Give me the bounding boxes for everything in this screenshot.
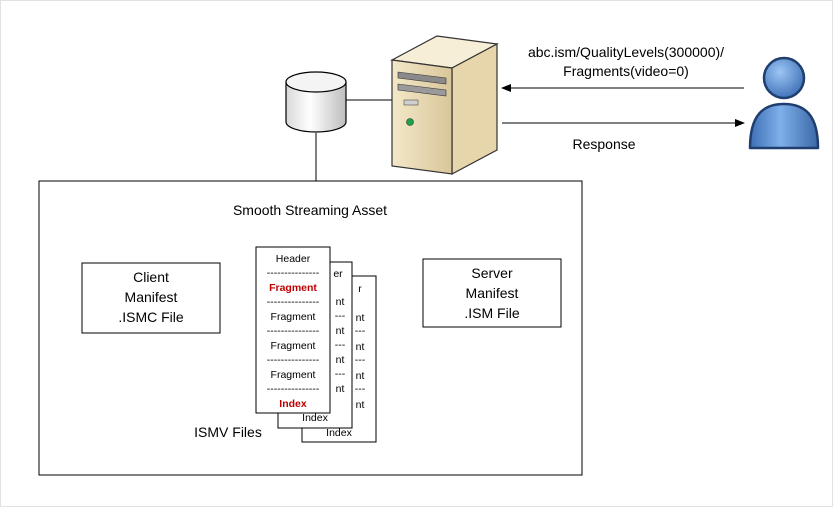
sheet-back-2-sep-2: --- <box>355 354 366 366</box>
sheet-back-2-fragment-1: nt <box>356 312 365 324</box>
sheet-back-2-fragment-2: nt <box>356 341 365 353</box>
ismv-separator-5: --------------- <box>267 383 320 395</box>
sheet-back-1-header: er <box>333 268 343 280</box>
sheet-back-1-fragment-2: nt <box>336 325 345 337</box>
request-url-line2: Fragments(video=0) <box>563 63 689 79</box>
ismv-file-sheet-front: Header --------------- Fragment --------… <box>255 246 331 414</box>
sheet-back-1-index: Index <box>302 412 328 424</box>
user-person-icon <box>748 56 820 150</box>
ismv-separator-2: --------------- <box>267 296 320 308</box>
server-manifest-line3: .ISM File <box>464 305 519 321</box>
server-tower-icon <box>390 35 499 175</box>
sheet-back-2-header: r <box>358 283 362 295</box>
request-url-line1: abc.ism/QualityLevels(300000)/ <box>528 44 724 60</box>
sheet-back-2-fragment-4: nt <box>356 399 365 411</box>
ismv-fragment-3: Fragment <box>271 340 316 352</box>
sheet-back-2-sep-1: --- <box>355 325 366 337</box>
sheet-back-1-fragment-3: nt <box>336 354 345 366</box>
database-cylinder-icon <box>285 71 347 133</box>
client-manifest-line3: .ISMC File <box>118 309 184 325</box>
ismv-files-label: ISMV Files <box>194 424 262 440</box>
sheet-back-1-sep-2: --- <box>335 339 346 351</box>
ismv-separator-3: --------------- <box>267 325 320 337</box>
ismv-fragment-4: Fragment <box>271 369 316 381</box>
server-manifest-box: Server Manifest .ISM File <box>422 258 562 328</box>
sheet-back-1-sep-1: --- <box>335 310 346 322</box>
ismv-index: Index <box>279 398 307 410</box>
sheet-back-1-fragment-1: nt <box>336 296 345 308</box>
ismv-header: Header <box>276 253 311 265</box>
ismv-separator-1: --------------- <box>267 267 320 279</box>
sheet-back-1-sep-3: --- <box>335 368 346 380</box>
sheet-back-2-index: Index <box>326 427 352 439</box>
client-manifest-line2: Manifest <box>125 289 178 305</box>
ismv-fragment-highlight: Fragment <box>269 282 317 294</box>
server-manifest-line2: Manifest <box>466 285 519 301</box>
ismv-separator-4: --------------- <box>267 354 320 366</box>
asset-title: Smooth Streaming Asset <box>233 202 387 218</box>
response-label: Response <box>572 136 635 152</box>
sheet-back-2-fragment-3: nt <box>356 370 365 382</box>
sheet-back-1-fragment-4: nt <box>336 383 345 395</box>
sheet-back-2-sep-3: --- <box>355 383 366 395</box>
client-manifest-box: Client Manifest .ISMC File <box>81 262 221 334</box>
server-manifest-line1: Server <box>471 265 513 281</box>
ismv-fragment-2: Fragment <box>271 311 316 323</box>
client-manifest-line1: Client <box>133 269 169 285</box>
